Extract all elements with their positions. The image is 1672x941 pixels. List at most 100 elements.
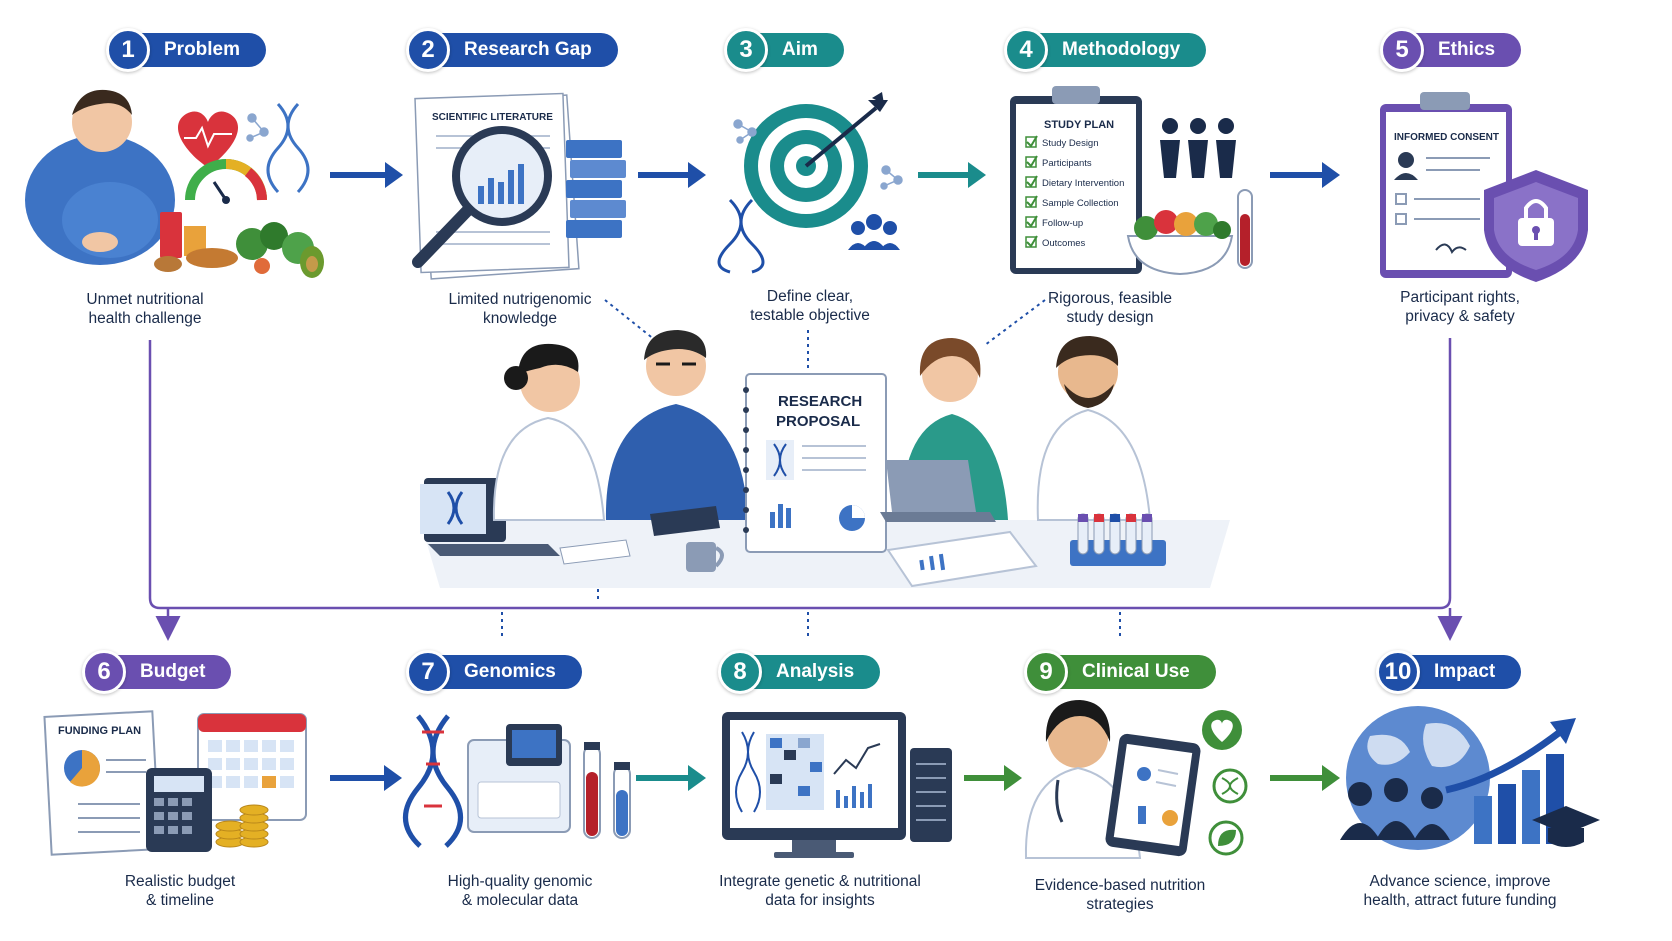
step-title: Budget: [112, 655, 232, 689]
pie-chart-icon: [64, 750, 101, 787]
step-number-badge: 1: [106, 28, 150, 72]
globe-icon: [1346, 706, 1490, 850]
flow-arrows-top: [330, 162, 1340, 188]
check-icon: [1026, 195, 1038, 208]
heart-icon: [177, 111, 239, 168]
step-number-badge: 6: [82, 650, 126, 694]
step-6-caption: Realistic budget & timeline: [60, 872, 300, 910]
test-tube-rack-icon: [1070, 513, 1166, 566]
caption-line: privacy & safety: [1405, 308, 1515, 325]
arrow-dart-icon: [804, 92, 888, 168]
arrow-4-to-5-head: [1322, 162, 1340, 188]
caption-line: & timeline: [145, 892, 215, 909]
literature-label: SCIENTIFIC LITERATURE: [432, 112, 553, 123]
mug-icon: [686, 542, 724, 572]
dna-icon: [403, 714, 463, 848]
shield-lock-icon: [1484, 170, 1588, 282]
check-icon: [1026, 135, 1038, 148]
check-icon: [1026, 215, 1038, 228]
coins-icon: [215, 804, 269, 848]
step-7-caption: High-quality genomic & molecular data: [400, 872, 640, 910]
salad-bowl-icon: [1126, 210, 1234, 276]
arrow-2-to-3-head: [688, 162, 706, 188]
study-plan-item: Study Design: [1042, 138, 1099, 149]
test-tubes-icon: [583, 742, 631, 839]
study-plan-item: Dietary Intervention: [1042, 178, 1124, 189]
check-icon: [1026, 175, 1038, 188]
problem-illustration: [25, 89, 324, 278]
arrow-6-to-7-head: [384, 765, 402, 791]
study-plan-item: Outcomes: [1042, 238, 1086, 249]
caption-line: Realistic budget: [124, 873, 236, 890]
heart-monitor-icon: [1202, 710, 1242, 750]
genomics-illustration: [403, 714, 631, 848]
tablet-icon: [1105, 733, 1201, 857]
step-number-badge: 7: [406, 650, 450, 694]
heatmap-icon: [766, 734, 824, 810]
dna-icon: [717, 198, 765, 274]
study-plan-item: Participants: [1042, 158, 1092, 169]
consent-illustration: INFORMED CONSENT: [1380, 92, 1588, 282]
proposal-title-line-1: RESEARCH: [778, 393, 862, 410]
caption-line: & molecular data: [461, 892, 579, 909]
caption-line: High-quality genomic: [447, 873, 593, 890]
caption-line: Advance science, improve: [1369, 873, 1551, 890]
analysis-illustration: [722, 712, 952, 858]
step-title: Clinical Use: [1054, 655, 1216, 689]
notebook-icon: [559, 506, 720, 565]
caption-line: Integrate genetic & nutritional: [719, 873, 921, 890]
target-illustration: [717, 92, 903, 274]
calendar-icon: [197, 713, 307, 821]
funding-plan-label: FUNDING PLAN: [58, 725, 141, 737]
leaf-badge-icon: [1208, 820, 1244, 856]
sequencer-icon: [467, 724, 571, 833]
caption-line: Unmet nutritional: [86, 291, 204, 308]
step-number-badge: 3: [724, 28, 768, 72]
clinical-illustration: [1024, 700, 1248, 859]
caption-line: Limited nutrigenomic: [448, 291, 592, 308]
step-5-caption: Participant rights, privacy & safety: [1330, 288, 1590, 326]
test-tube-icon: [1237, 189, 1253, 269]
budget-illustration: FUNDING PLAN: [43, 710, 307, 856]
proposal-title-line-2: PROPOSAL: [776, 413, 860, 430]
step-number-badge: 2: [406, 28, 450, 72]
laptop-left-icon: [420, 478, 560, 556]
step-title: Ethics: [1410, 33, 1522, 67]
dna-icon: [266, 102, 310, 194]
proposal-document-icon: RESEARCH PROPOSAL: [743, 373, 887, 553]
study-plan-illustration: STUDY PLAN Study DesignParticipantsDieta…: [1010, 86, 1253, 276]
caption-line: Define clear,: [766, 288, 854, 305]
step-title: Methodology: [1034, 33, 1207, 67]
consent-label: INFORMED CONSENT: [1394, 132, 1499, 143]
connector-left: [148, 338, 1452, 610]
vegetables-icon: [236, 222, 324, 278]
flow-arrows-bottom: [330, 765, 1340, 791]
check-icon: [1026, 155, 1038, 168]
step-title: Impact: [1406, 655, 1522, 689]
study-plan-item: Sample Collection: [1042, 198, 1119, 209]
caption-line: data for insights: [765, 892, 875, 909]
impact-illustration: [1340, 706, 1600, 850]
caption-line: Evidence-based nutrition: [1034, 877, 1206, 894]
step-number-badge: 5: [1380, 28, 1424, 72]
caption-line: Participant rights,: [1400, 289, 1520, 306]
dna-badge-icon: [1212, 768, 1248, 804]
check-icon: [1026, 235, 1038, 248]
magnifying-glass-icon: [412, 126, 552, 268]
step-title: Aim: [754, 33, 844, 67]
chart-paper-icon: [886, 530, 1038, 588]
community-icon: [1340, 778, 1450, 840]
graduation-cap-icon: [1532, 806, 1600, 847]
arrow-9-to-10-head: [1322, 765, 1340, 791]
step-number-badge: 9: [1024, 650, 1068, 694]
caption-line: testable objective: [750, 307, 870, 324]
